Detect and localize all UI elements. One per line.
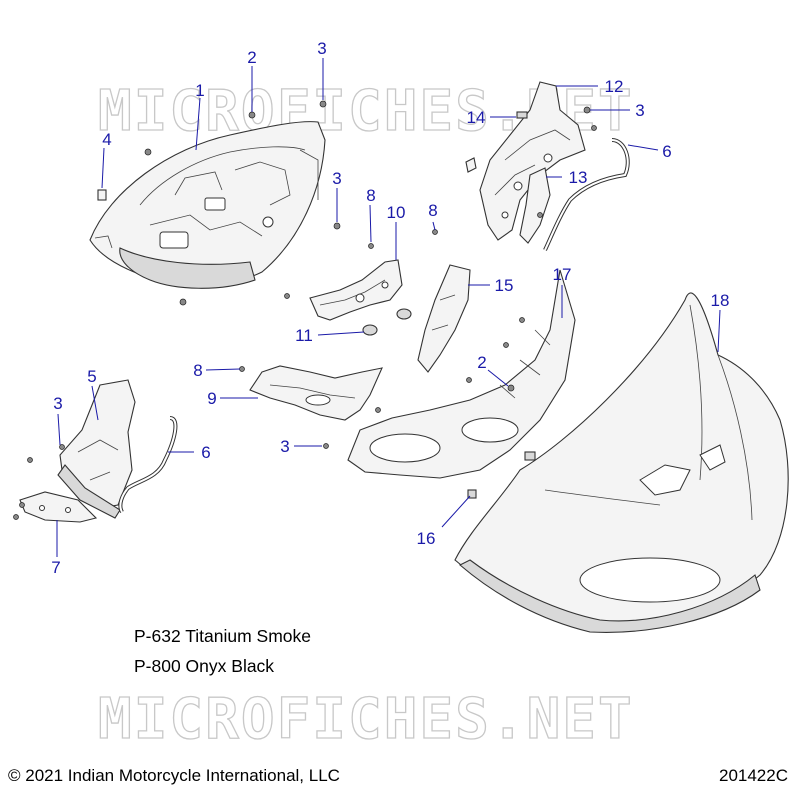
- hw-screw-5b: [27, 457, 33, 463]
- hw-screw-3a: [319, 100, 327, 108]
- callout-3a: 3: [317, 39, 326, 58]
- part-4-clip: [97, 189, 107, 201]
- hw-screw-8a: [368, 243, 374, 249]
- hw-screw-3e: [59, 444, 65, 450]
- callout-14: 14: [467, 108, 486, 127]
- callout-12: 12: [605, 77, 624, 96]
- callout-8c: 8: [193, 361, 202, 380]
- hw-screw-8b: [432, 229, 438, 235]
- hw-bolt-17a: [466, 377, 472, 383]
- paint-code-note-2: P-800 Onyx Black: [134, 656, 275, 676]
- callout-3d: 3: [280, 437, 289, 456]
- hw-bolt-17d: [375, 407, 381, 413]
- hw-13-bolt: [537, 212, 543, 218]
- leader-8b: [432, 221, 436, 231]
- hw-nut-2a: [248, 111, 256, 119]
- callout-2b: 2: [477, 353, 486, 372]
- leader-5: [91, 385, 99, 421]
- leader-8c: [205, 368, 241, 371]
- callout-8a: 8: [366, 186, 375, 205]
- leader-18: [717, 309, 721, 353]
- leader-11: [317, 331, 365, 336]
- part-16-clip-b: [524, 451, 536, 461]
- callout-6a: 6: [662, 142, 671, 161]
- part-17-inner-panel: [347, 269, 576, 479]
- hw-bolt-17c: [519, 317, 525, 323]
- leader-4: [101, 147, 105, 189]
- part-10-bracket: [309, 259, 403, 321]
- hw-screw-3c2: [591, 125, 597, 131]
- leader-2b: [487, 369, 509, 387]
- part-12-bracket: [479, 81, 586, 241]
- hw-screw-3d: [323, 443, 329, 449]
- callout-7: 7: [51, 558, 60, 577]
- part-16-clip: [467, 489, 477, 499]
- hw-screw-3c: [583, 106, 591, 114]
- callout-6b: 6: [201, 443, 210, 462]
- callout-3c: 3: [635, 101, 644, 120]
- copyright-notice: © 2021 Indian Motorcycle International, …: [8, 766, 340, 785]
- callout-18: 18: [711, 291, 730, 310]
- part-inner-fairing: [89, 121, 326, 289]
- callout-1: 1: [195, 81, 204, 100]
- leader-16: [441, 495, 471, 528]
- part-11-grommet: [362, 324, 378, 336]
- part-18-outer-fairing: [454, 292, 789, 633]
- leader-3e: [57, 413, 61, 446]
- part-11-grommet-b: [396, 308, 412, 320]
- watermark-bottom: MICROFICHES.NET: [98, 687, 634, 752]
- part-15-panel: [417, 264, 471, 373]
- hw-screw-8c: [239, 366, 245, 372]
- hw-bolt-17b: [503, 342, 509, 348]
- hw-bolt-7b: [19, 502, 25, 508]
- callout-13: 13: [569, 168, 588, 187]
- leader-8a: [369, 204, 372, 243]
- part-9-bracket: [249, 365, 383, 421]
- part-5-side-panel: [57, 379, 136, 519]
- callout-9: 9: [207, 389, 216, 408]
- callout-4: 4: [102, 130, 111, 149]
- hw-nut-1: [144, 148, 152, 156]
- callout-3b: 3: [332, 169, 341, 188]
- hw-screw-3b: [333, 222, 341, 230]
- part-7-plate: [19, 491, 98, 523]
- leader-1: [195, 97, 201, 151]
- callout-11: 11: [295, 326, 313, 345]
- callout-10: 10: [387, 203, 406, 222]
- figure-id: 201422C: [718, 766, 788, 785]
- part-clip-small: [465, 157, 477, 173]
- part-13-bracket: [519, 167, 551, 244]
- callout-16: 16: [417, 529, 436, 548]
- callout-8b: 8: [428, 201, 437, 220]
- callout-17: 17: [553, 265, 572, 284]
- part-14-clip: [516, 111, 528, 119]
- hw-bolt-7a: [13, 514, 19, 520]
- callout-2a: 2: [247, 48, 256, 67]
- callout-15: 15: [495, 276, 514, 295]
- hw-nut-2b: [507, 384, 515, 392]
- callout-5: 5: [87, 367, 96, 386]
- callout-3e: 3: [53, 394, 62, 413]
- leader-6a: [627, 144, 659, 151]
- hw-nut-1b: [179, 298, 187, 306]
- paint-code-note-1: P-632 Titanium Smoke: [134, 626, 312, 646]
- hw-bolt-10a: [284, 293, 290, 299]
